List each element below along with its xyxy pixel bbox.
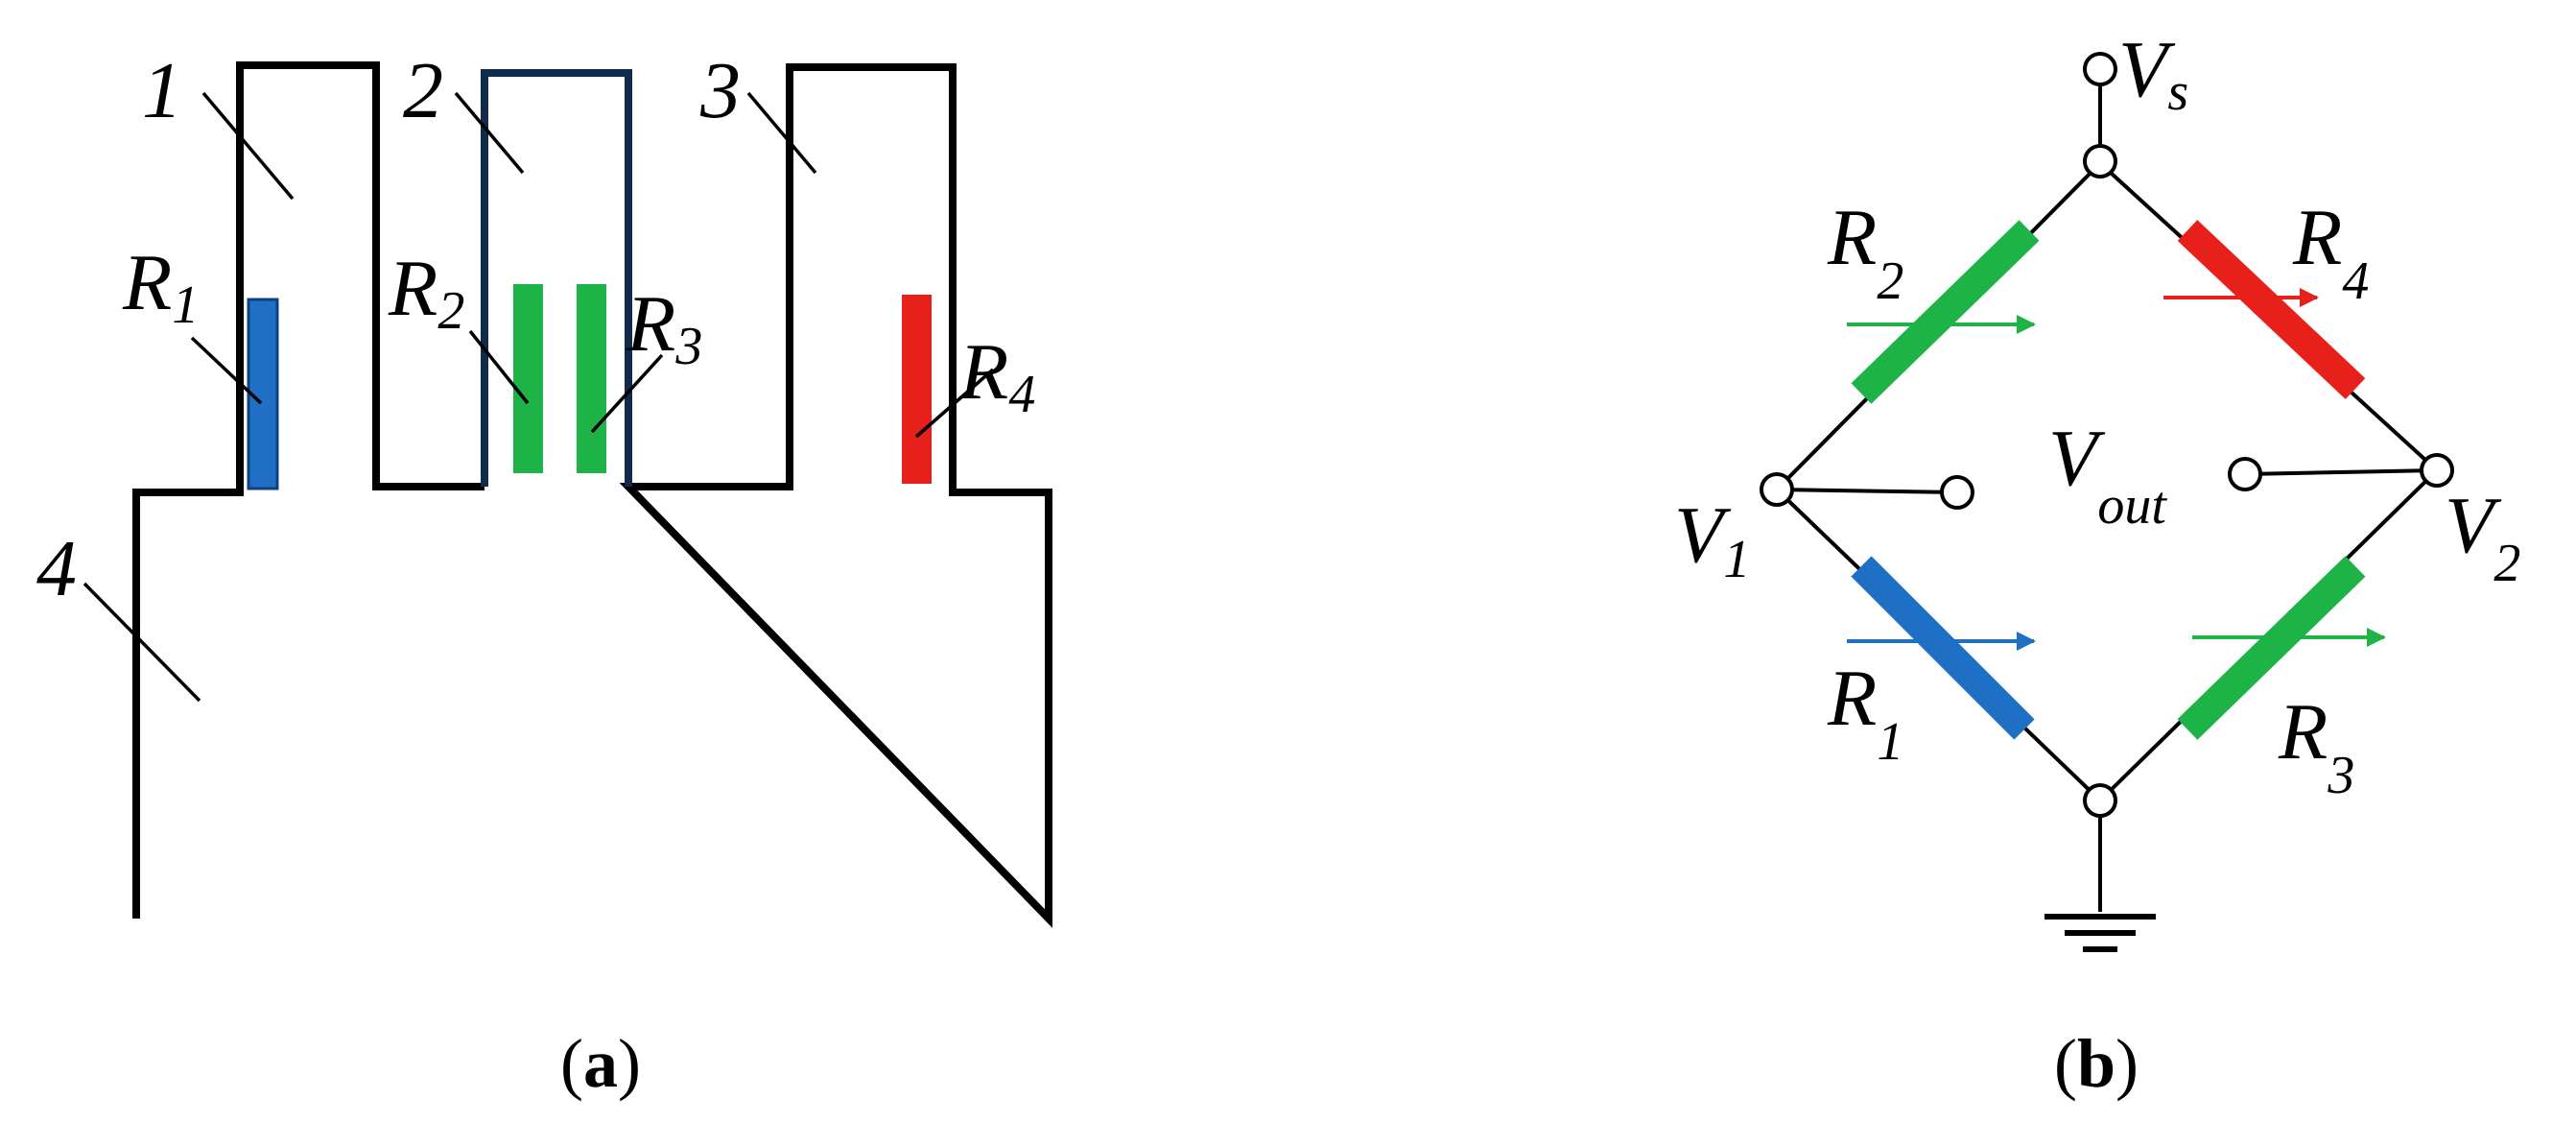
leader-3 bbox=[746, 91, 817, 175]
label-vs-sub: s bbox=[2167, 62, 2188, 122]
label-r2-b-main: R bbox=[1827, 193, 1877, 282]
label-r2-a: R2 bbox=[388, 244, 464, 341]
label-v2: V2 bbox=[2445, 481, 2520, 593]
label-vs: Vs bbox=[2118, 25, 2188, 122]
caption-b-open: ( bbox=[2054, 1025, 2077, 1102]
label-r4-b-main: R bbox=[2292, 193, 2342, 282]
leader-1 bbox=[201, 91, 295, 201]
label-v1-main: V bbox=[1674, 490, 1732, 580]
leader-2 bbox=[454, 91, 525, 175]
caption-a-letter: a bbox=[583, 1025, 618, 1102]
label-r4-b-sub: 4 bbox=[2342, 251, 2369, 311]
node-vout-left bbox=[1940, 475, 1974, 510]
label-r4-a-sub: 4 bbox=[1008, 365, 1035, 424]
label-r3-a: R3 bbox=[626, 279, 702, 376]
leader-4 bbox=[83, 582, 201, 703]
node-bottom bbox=[2083, 783, 2117, 818]
label-r2-b: R2 bbox=[1827, 193, 1903, 311]
resistor-r2-bar-b bbox=[1851, 220, 2040, 404]
label-r2-b-sub: 2 bbox=[1877, 251, 1903, 311]
caption-a-close: ) bbox=[618, 1025, 641, 1102]
label-r3-a-sub: 3 bbox=[674, 317, 702, 376]
node-v2 bbox=[2420, 453, 2454, 488]
part-label-1: 1 bbox=[142, 46, 182, 135]
leader-r3 bbox=[590, 353, 664, 434]
wire-v1-out bbox=[1776, 488, 1958, 494]
label-r2-a-main: R bbox=[388, 244, 437, 333]
part-label-4: 4 bbox=[36, 524, 77, 613]
caption-b-close: ) bbox=[2115, 1025, 2139, 1102]
label-r1-a-sub: 1 bbox=[172, 275, 199, 335]
node-vs-terminal bbox=[2083, 52, 2117, 86]
label-v2-main: V bbox=[2445, 481, 2502, 570]
leader-r1 bbox=[190, 336, 263, 405]
label-r1-b: R1 bbox=[1827, 654, 1903, 772]
leader-r2 bbox=[468, 329, 530, 405]
caption-b: (b) bbox=[2054, 1025, 2139, 1102]
label-v1: V1 bbox=[1674, 490, 1750, 589]
label-r3-b-sub: 3 bbox=[2327, 746, 2354, 805]
finger-2-outline bbox=[481, 69, 632, 487]
caption-a: (a) bbox=[560, 1025, 641, 1102]
label-vout-sub: out bbox=[2097, 476, 2167, 536]
panel-b: Vs R2 R4 Vout V1 V2 R1 R3 (b) bbox=[1674, 25, 2520, 1102]
panel-a: 1 2 3 4 R1 R2 R3 R4 (a) bbox=[36, 46, 1052, 1102]
part-label-2: 2 bbox=[403, 46, 443, 135]
label-r3-a-main: R bbox=[626, 279, 675, 369]
part-label-3: 3 bbox=[699, 46, 741, 135]
label-vs-main: V bbox=[2118, 25, 2176, 114]
label-r1-a: R1 bbox=[122, 238, 199, 335]
label-v1-sub: 1 bbox=[1723, 530, 1750, 589]
label-r1-b-sub: 1 bbox=[1877, 712, 1903, 772]
label-vout-main: V bbox=[2048, 414, 2106, 503]
label-vout: Vout bbox=[2048, 414, 2167, 536]
label-r3-b: R3 bbox=[2278, 687, 2354, 805]
node-v1 bbox=[1760, 472, 1794, 507]
leader-r4 bbox=[914, 368, 995, 439]
label-r4-b: R4 bbox=[2292, 193, 2369, 311]
caption-a-open: ( bbox=[560, 1025, 583, 1102]
ground-icon bbox=[2044, 914, 2156, 952]
label-r1-a-main: R bbox=[122, 238, 172, 327]
label-r3-b-main: R bbox=[2278, 687, 2328, 777]
label-r4-a: R4 bbox=[958, 327, 1035, 424]
label-v2-sub: 2 bbox=[2493, 534, 2520, 593]
resistor-r2-bar bbox=[513, 284, 543, 473]
label-r1-b-main: R bbox=[1827, 654, 1877, 743]
caption-b-letter: b bbox=[2077, 1025, 2115, 1102]
resistor-r4-bar-b bbox=[2177, 220, 2366, 399]
resistor-r4-bar bbox=[902, 295, 932, 484]
resistor-r3-bar bbox=[577, 284, 606, 473]
resistor-r1-bar-b bbox=[1851, 556, 2035, 740]
wire-v2-out bbox=[2244, 468, 2438, 476]
label-r4-a-main: R bbox=[958, 327, 1008, 417]
label-r2-a-sub: 2 bbox=[437, 281, 464, 341]
node-top bbox=[2083, 144, 2117, 179]
beam-body-outline bbox=[132, 61, 1052, 928]
resistor-r3-bar-b bbox=[2177, 556, 2366, 740]
node-vout-right bbox=[2228, 457, 2262, 491]
